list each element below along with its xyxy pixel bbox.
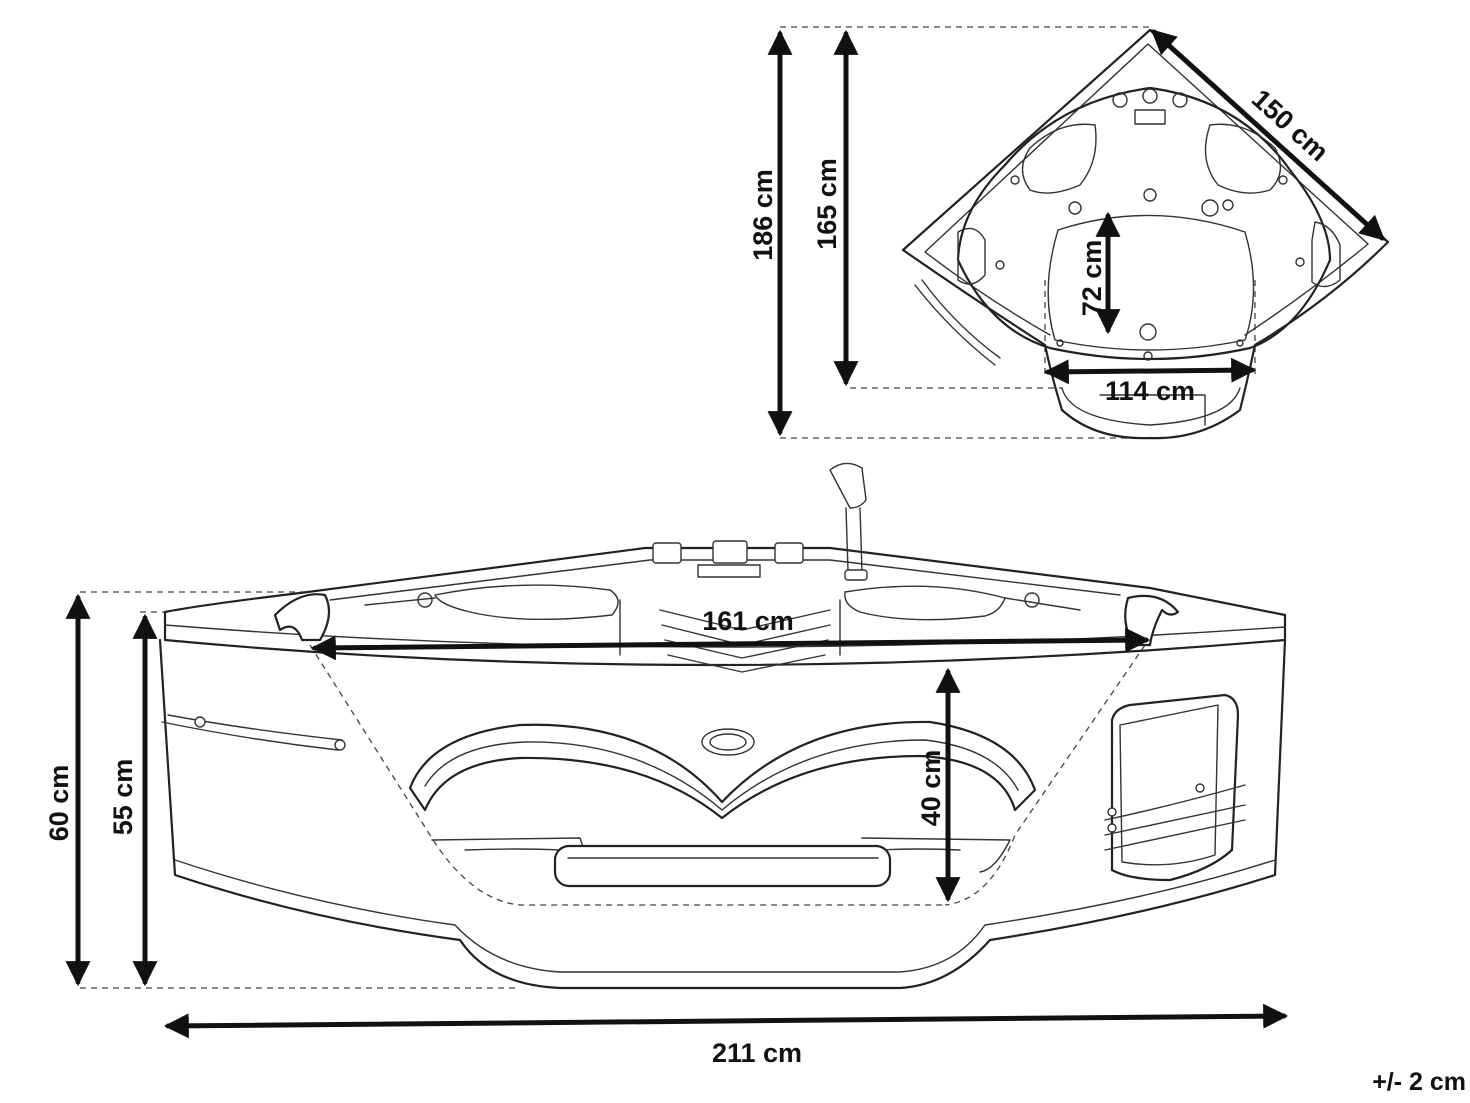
tolerance-note: +/- 2 cm — [1372, 1068, 1466, 1096]
label-161-cm: 161 cm — [702, 606, 794, 636]
label-60-cm: 60 cm — [44, 765, 74, 842]
top-view-drawing — [780, 26, 1390, 440]
dim-arrow-150 — [1150, 29, 1386, 241]
label-186-cm: 186 cm — [748, 169, 778, 261]
dim-arrow-211 — [163, 1003, 1289, 1039]
dim-arrow-161 — [310, 627, 1151, 661]
front-view-drawing — [80, 462, 1287, 990]
label-165-cm: 165 cm — [812, 158, 842, 250]
label-55-cm: 55 cm — [108, 759, 138, 836]
label-114-cm: 114 cm — [1105, 376, 1195, 406]
label-40-cm: 40 cm — [916, 750, 946, 827]
label-72-cm: 72 cm — [1077, 240, 1107, 317]
dim-arrow-114 — [1043, 357, 1257, 385]
label-211-cm: 211 cm — [712, 1038, 802, 1068]
